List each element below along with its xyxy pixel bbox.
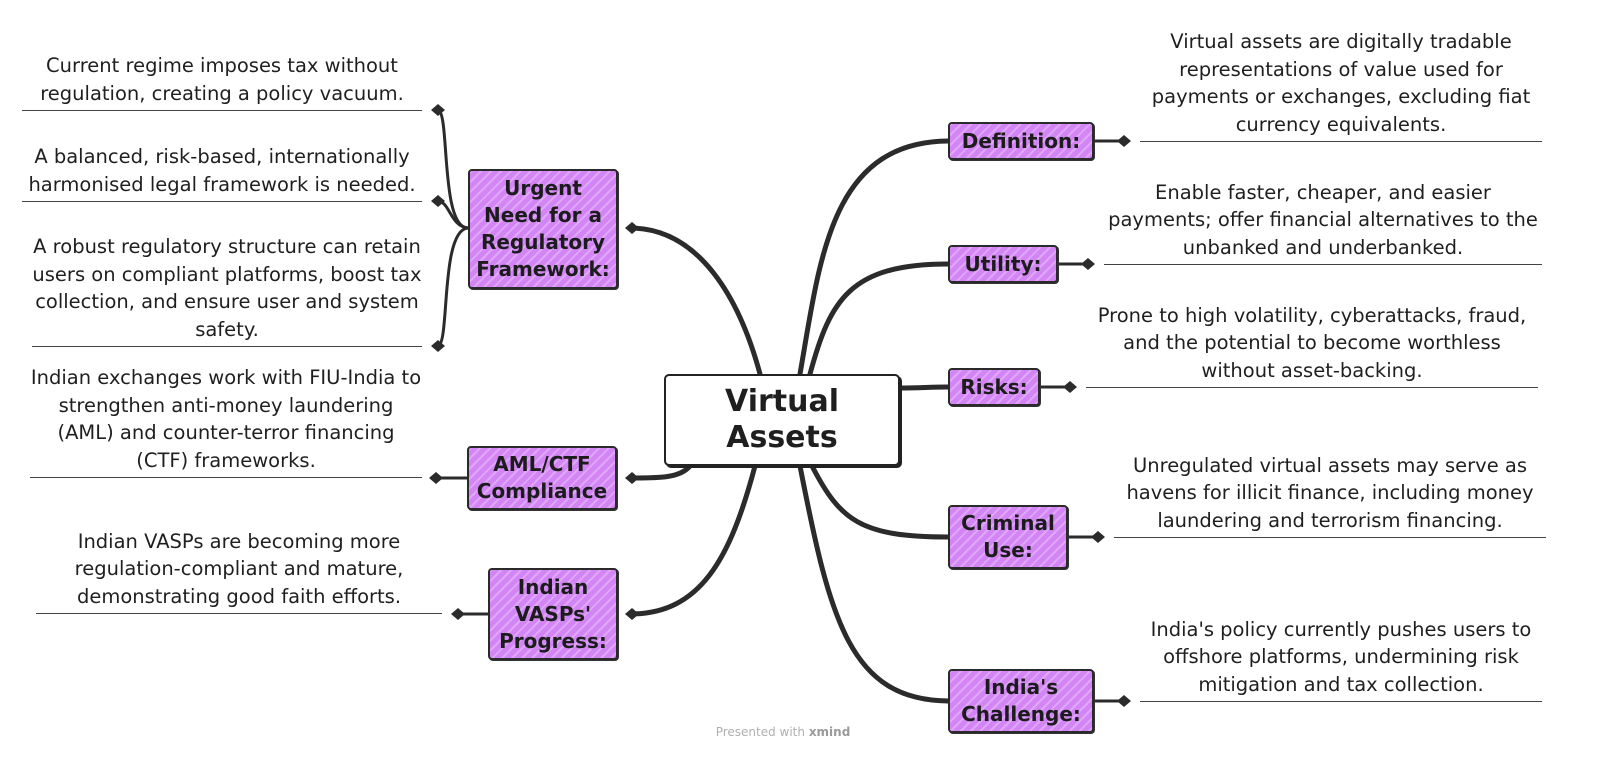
branch-line-aml-ctf bbox=[627, 463, 693, 481]
branch-line-utility bbox=[807, 261, 951, 377]
detail-end-urgent-3 bbox=[431, 340, 445, 352]
branch-line-definition bbox=[797, 138, 951, 377]
detail-end-criminal-use bbox=[1091, 531, 1105, 543]
branch-line-urgent-need bbox=[627, 225, 763, 377]
topic-utility[interactable]: Utility: bbox=[948, 245, 1058, 283]
connector-end-urgent-need bbox=[625, 222, 639, 234]
detail-urgent-need-3: A robust regulatory structure can retain… bbox=[32, 204, 422, 347]
topic-vasps-progress[interactable]: Indian VASPs' Progress: bbox=[488, 568, 618, 660]
footer-brand: xmind bbox=[808, 725, 851, 739]
detail-definition: Virtual assets are digitally tradable re… bbox=[1140, 28, 1542, 142]
detail-utility: Enable faster, cheaper, and easier payme… bbox=[1104, 178, 1542, 265]
central-topic[interactable]: Virtual Assets bbox=[664, 374, 900, 466]
detail-end-indias-challenge bbox=[1117, 695, 1131, 707]
footer-prefix: Presented with bbox=[715, 725, 805, 739]
detail-line-urgent-3 bbox=[436, 226, 470, 348]
detail-end-aml-ctf bbox=[429, 472, 443, 484]
detail-line-urgent-1 bbox=[436, 108, 470, 230]
detail-urgent-need-2: A balanced, risk-based, internationally … bbox=[22, 113, 422, 202]
detail-end-urgent-1 bbox=[431, 104, 445, 116]
connector-end-vasps-progress bbox=[625, 608, 639, 620]
topic-indias-challenge[interactable]: India's Challenge: bbox=[948, 669, 1094, 733]
topic-aml-ctf[interactable]: AML/CTF Compliance bbox=[467, 446, 617, 510]
detail-risks: Prone to high volatility, cyberattacks, … bbox=[1086, 301, 1538, 388]
detail-vasps-progress: Indian VASPs are becoming more regulatio… bbox=[36, 528, 442, 614]
detail-end-utility bbox=[1081, 258, 1095, 270]
topic-urgent-need[interactable]: Urgent Need for a Regulatory Framework: bbox=[468, 169, 618, 289]
presented-with-xmind-footer: Presented with xmind bbox=[700, 725, 866, 739]
branch-line-indias-challenge bbox=[797, 463, 951, 704]
connector-end-aml-ctf bbox=[625, 472, 639, 484]
detail-aml-ctf: Indian exchanges work with FIU-India to … bbox=[30, 364, 422, 478]
branch-line-risks bbox=[897, 384, 951, 391]
detail-indias-challenge: India's policy currently pushes users to… bbox=[1140, 588, 1542, 702]
topic-risks[interactable]: Risks: bbox=[948, 368, 1040, 406]
branch-line-criminal-use bbox=[809, 463, 951, 540]
detail-end-vasps-progress bbox=[451, 608, 465, 620]
topic-criminal-use[interactable]: Criminal Use: bbox=[948, 505, 1068, 569]
detail-criminal-use: Unregulated virtual assets may serve as … bbox=[1114, 424, 1546, 538]
detail-end-definition bbox=[1117, 135, 1131, 147]
topic-definition[interactable]: Definition: bbox=[948, 122, 1094, 160]
detail-urgent-need-1: Current regime imposes tax without regul… bbox=[22, 24, 422, 111]
detail-end-urgent-2 bbox=[431, 195, 445, 207]
branch-line-vasps-progress bbox=[627, 463, 758, 617]
detail-end-risks bbox=[1063, 381, 1077, 393]
